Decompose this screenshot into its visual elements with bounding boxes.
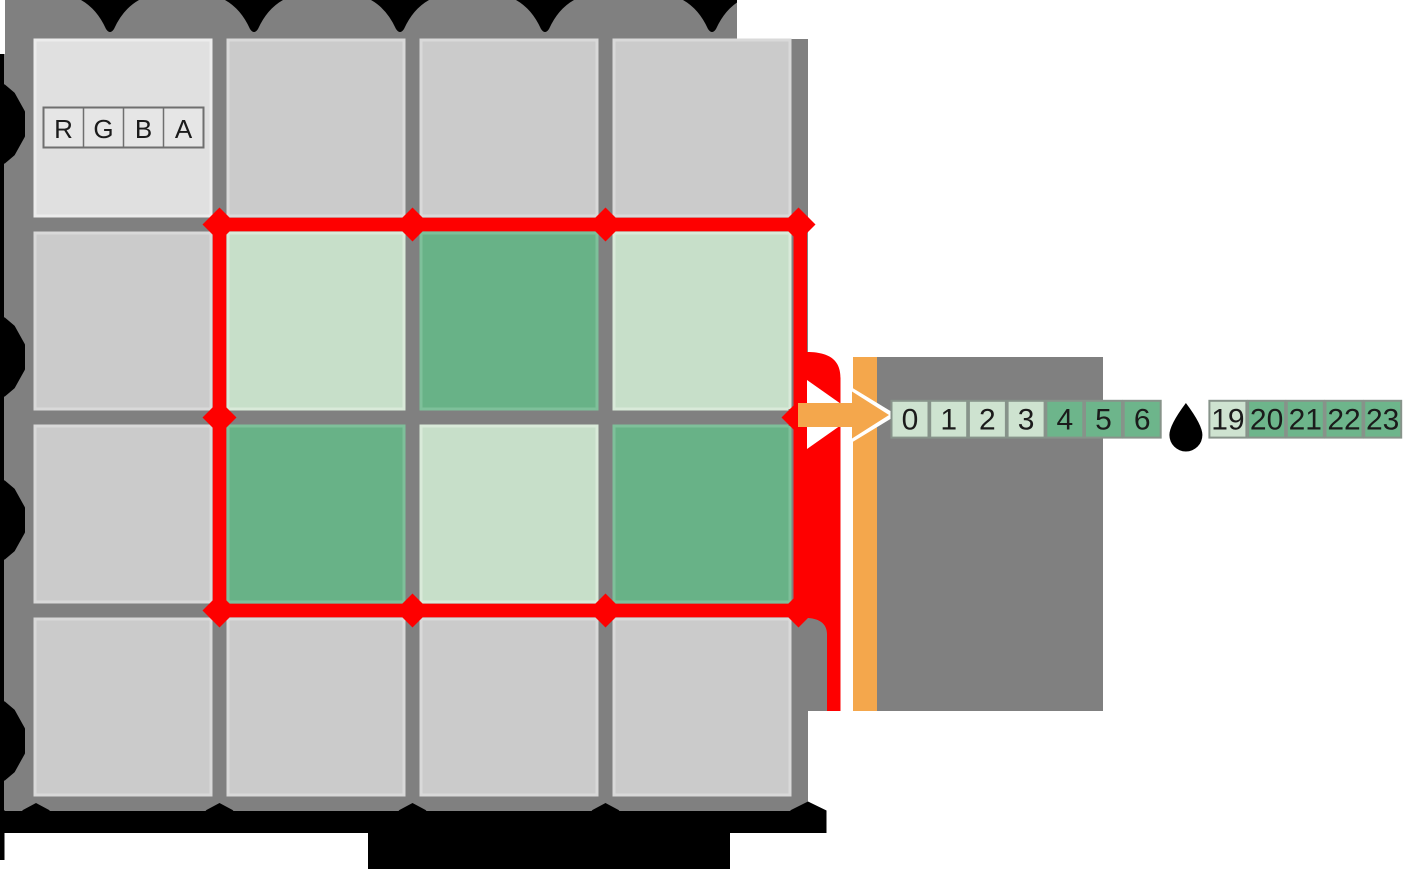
texel-cell-dark	[226, 424, 406, 604]
texel-cell-light	[419, 424, 599, 604]
buffer-byte-label: 0	[902, 404, 919, 437]
buffer-byte-label: 5	[1095, 404, 1112, 437]
region-vertex-diamond	[202, 593, 237, 628]
buffer-byte-cell	[1247, 399, 1287, 439]
texel-cell-dark	[612, 424, 792, 604]
bottom-black-bar	[3, 801, 827, 833]
texel-cell-light	[612, 231, 792, 411]
buffer-byte-label: 21	[1289, 404, 1322, 437]
buffer-byte-cell	[1285, 399, 1325, 439]
copy-region-right-edge	[793, 218, 807, 364]
channel-label-G: G	[93, 114, 113, 144]
channel-label-A: A	[175, 114, 193, 144]
buffer-byte-label: 1	[940, 404, 957, 437]
left-arrow-icon	[0, 477, 25, 563]
channel-label-B: B	[135, 114, 152, 144]
channel-label-R: R	[54, 114, 73, 144]
rgba-box-separators	[82, 107, 165, 148]
region-vertex-diamond	[588, 593, 623, 628]
buffer-byte-label: 23	[1366, 404, 1399, 437]
top-arrow-icon	[225, 0, 283, 32]
copy-region-right-blob	[793, 352, 841, 711]
region-vertex-diamond	[395, 207, 430, 242]
texel-cell-dark	[419, 231, 599, 411]
top-arrow-icon	[371, 0, 429, 32]
texel-grid	[33, 38, 792, 797]
buffer-byte-cell	[1045, 399, 1085, 439]
buffer-byte-cell	[1006, 399, 1046, 439]
left-row-arrows	[0, 81, 25, 784]
buffer-byte-cell	[1324, 399, 1364, 439]
buffer-byte-label: 6	[1134, 404, 1151, 437]
left-arrow-icon	[0, 81, 25, 167]
top-arrow-icon	[683, 0, 741, 32]
top-right-crop-mask	[737, 0, 1409, 39]
buffer-byte-label: 2	[979, 404, 996, 437]
copy-region-bottom-edge	[212, 603, 807, 618]
region-vertex-diamond	[202, 207, 237, 242]
buffer-byte-cell	[929, 399, 969, 439]
buffer-byte-label: 4	[1056, 404, 1073, 437]
region-vertex-diamond	[588, 207, 623, 242]
left-arrow-icon	[0, 314, 25, 400]
bottom-black-block	[368, 833, 730, 869]
region-vertex-diamond	[395, 593, 430, 628]
texel-cell-light	[226, 231, 406, 411]
region-vertex-diamond	[781, 593, 816, 628]
buffer-byte-cell	[1208, 399, 1248, 439]
buffer-byte-cell	[890, 399, 930, 439]
left-edge-strip	[0, 54, 5, 860]
copy-arrow	[798, 391, 889, 439]
top-arrow-icon	[81, 0, 139, 32]
buffer-byte-label: 20	[1250, 404, 1283, 437]
texel-cell-plain	[612, 617, 792, 797]
buffer-byte-label: 22	[1327, 404, 1360, 437]
texel-cell-plain	[33, 617, 213, 797]
gutter-stub-bottom	[793, 618, 827, 711]
buffer-byte-cell	[967, 399, 1007, 439]
buffer-byte-cell	[1084, 399, 1123, 439]
region-vertex-diamond	[202, 400, 237, 435]
texel-cell-plain	[226, 617, 406, 797]
copy-region-top-edge	[212, 217, 807, 232]
buffer-byte-label: 19	[1211, 404, 1244, 437]
left-arrow-icon	[0, 698, 25, 784]
top-arrow-icon	[516, 0, 574, 32]
region-vertex-diamond	[781, 207, 816, 242]
texel-cell-plain	[226, 38, 406, 218]
ellipsis-blob-icon	[1169, 403, 1203, 452]
copy-region-vertex-markers	[202, 207, 816, 628]
texel-cell-plain	[33, 424, 213, 604]
buffer-byte-cell	[1363, 399, 1403, 439]
texel-cell-plain	[33, 231, 213, 411]
texel-cell-plain	[612, 38, 792, 218]
top-column-arrows	[81, 0, 741, 32]
texel-cell-plain	[419, 617, 599, 797]
buffer-byte-label: 3	[1018, 404, 1035, 437]
buffer-byte-cell	[1122, 399, 1162, 439]
texel-cell-plain	[419, 38, 599, 218]
